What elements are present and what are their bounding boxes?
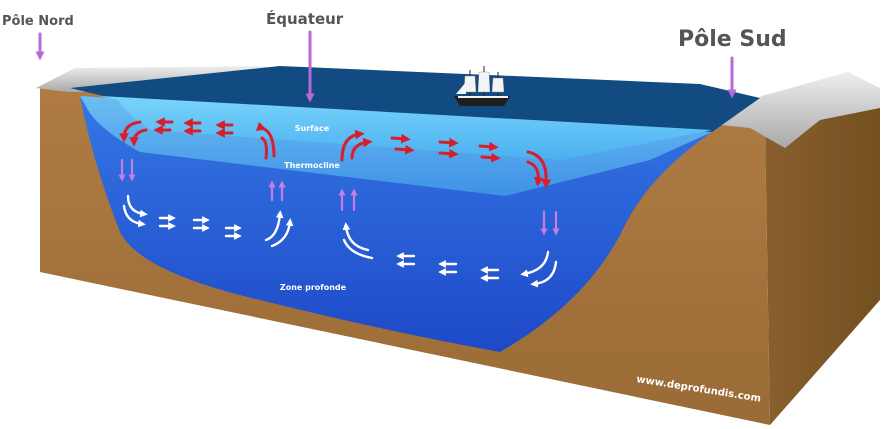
cold-curl-rise-left	[264, 210, 284, 242]
warm-curl-upwell-right-inner	[350, 137, 373, 160]
surface-label: Surface	[295, 124, 330, 133]
cold-curl-north-inner	[122, 204, 146, 228]
warm-surface-currents	[119, 117, 552, 189]
south-ice-cap	[712, 72, 880, 148]
cold-curl-north	[126, 194, 148, 218]
pole-markers	[35, 30, 737, 103]
cold-curl-rise-right	[342, 222, 370, 252]
warm-curl-upwell-left-inner	[260, 136, 268, 160]
warm-arrow-right-6	[480, 152, 501, 163]
cold-curl-rise-right-inner	[342, 238, 374, 260]
north-pole-label: Pôle Nord	[2, 14, 74, 29]
south-pole-label: Pôle Sud	[678, 27, 787, 52]
warm-arrow-right-4	[394, 144, 415, 155]
water-cross-section	[80, 96, 712, 352]
warm-arrow-right-5	[438, 148, 459, 159]
warm-arrow-right-2	[438, 137, 459, 148]
cold-curl-south	[520, 250, 550, 278]
equator-label: Équateur	[266, 9, 344, 28]
warm-arrow-right-1	[390, 133, 411, 144]
warm-curl-north-inner	[129, 128, 148, 147]
cold-curl-south-inner	[530, 260, 558, 288]
warm-arrow-right-3	[478, 141, 499, 152]
ocean-top-surface	[70, 66, 760, 132]
thermocline-label: Thermocline	[284, 161, 340, 170]
warm-curl-upwell-right	[340, 129, 365, 162]
surface-layer	[100, 96, 712, 160]
cold-curl-rise-left-inner	[270, 218, 294, 248]
cold-deep-currents	[122, 194, 558, 288]
ship-icon	[454, 66, 510, 106]
deep-zone-label: Zone profonde	[280, 283, 347, 292]
earth-side-face	[765, 92, 880, 425]
warm-curl-south	[526, 150, 552, 189]
warm-curl-south-inner	[526, 160, 544, 187]
vertical-currents	[118, 158, 560, 236]
warm-curl-north	[119, 120, 142, 143]
warm-curl-upwell-left	[255, 121, 276, 158]
